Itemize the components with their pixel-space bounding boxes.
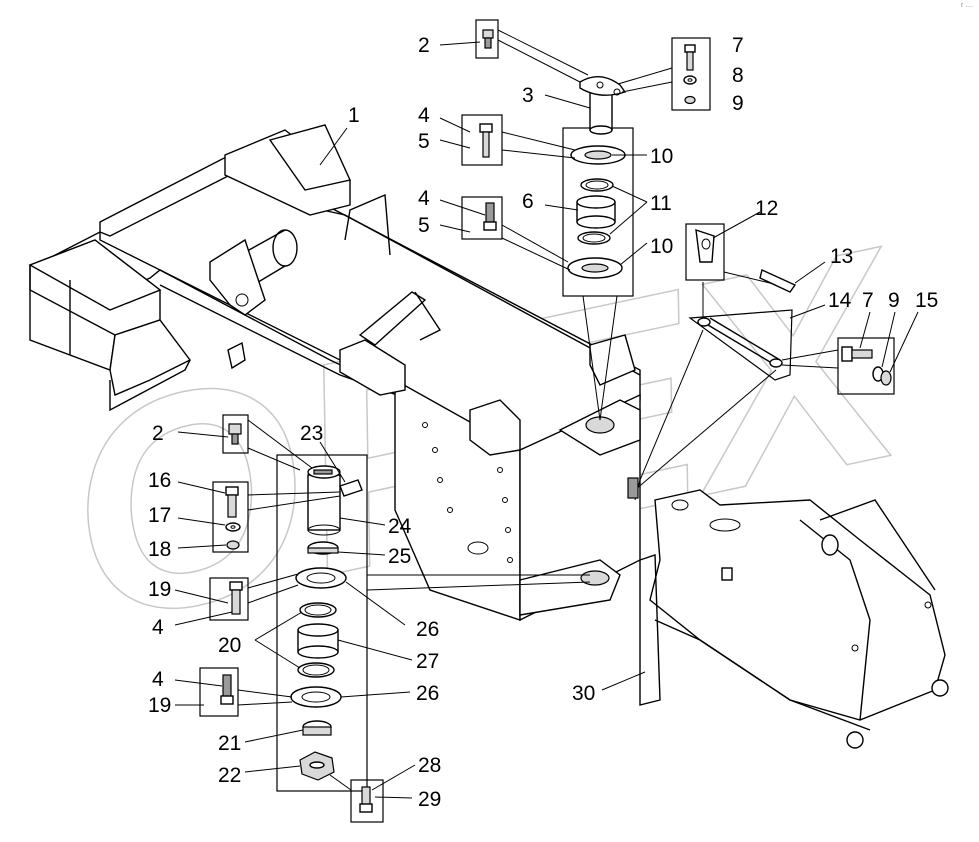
- callout-15: 15: [915, 289, 938, 312]
- callout-20: 20: [218, 634, 241, 657]
- callout-16: 16: [148, 469, 171, 492]
- callout-19: 19: [148, 578, 171, 601]
- lower-kit: [199, 414, 591, 823]
- callout-5-mid: 5: [418, 214, 430, 237]
- callout-19-lower: 19: [148, 694, 171, 717]
- callout-30: 30: [572, 682, 595, 705]
- callout-2: 2: [418, 34, 430, 57]
- weight-blocks: [28, 124, 351, 412]
- callout-5: 5: [418, 130, 430, 153]
- main-frame: [29, 154, 641, 622]
- callout-7-right: 7: [862, 289, 874, 312]
- callout-27: 27: [416, 650, 439, 673]
- top-kit: [461, 19, 711, 421]
- callout-24: 24: [388, 515, 412, 538]
- callout-28: 28: [418, 754, 441, 777]
- callout-12: 12: [755, 197, 778, 220]
- callout-18: 18: [148, 538, 171, 561]
- callout-7: 7: [732, 34, 744, 57]
- rod-kit: [627, 223, 895, 501]
- callout-6: 6: [522, 190, 534, 213]
- callout-10: 10: [650, 145, 673, 168]
- callout-14: 14: [828, 289, 852, 312]
- callout-9-right: 9: [888, 289, 900, 312]
- callout-22: 22: [218, 764, 241, 787]
- callout-13: 13: [830, 245, 853, 268]
- callout-17: 17: [148, 504, 171, 527]
- callout-29: 29: [418, 788, 441, 811]
- callout-9: 9: [732, 92, 744, 115]
- callout-21: 21: [218, 732, 241, 755]
- callout-8: 8: [732, 64, 744, 87]
- callout-4-bottom: 4: [152, 668, 164, 691]
- callout-1: 1: [348, 104, 360, 127]
- callout-3: 3: [522, 84, 534, 107]
- callout-25: 25: [388, 545, 411, 568]
- leader-lines: [174, 41, 919, 799]
- corner-note: r ....: [960, 2, 973, 9]
- callout-11: 11: [650, 192, 672, 215]
- callout-26-lower: 26: [416, 682, 439, 705]
- callout-2-lower: 2: [152, 422, 164, 445]
- callout-4-mid: 4: [418, 187, 430, 210]
- callout-10-lower: 10: [650, 235, 673, 258]
- callout-4-lower: 4: [152, 616, 164, 639]
- callout-4: 4: [418, 104, 430, 127]
- callout-26: 26: [416, 618, 439, 641]
- swing-arm: [639, 489, 949, 749]
- callout-23: 23: [300, 422, 323, 445]
- callout-labels: 1 2 3 4 5 6 7 8 9 10 11 12 13 14 15 16 1…: [148, 34, 938, 811]
